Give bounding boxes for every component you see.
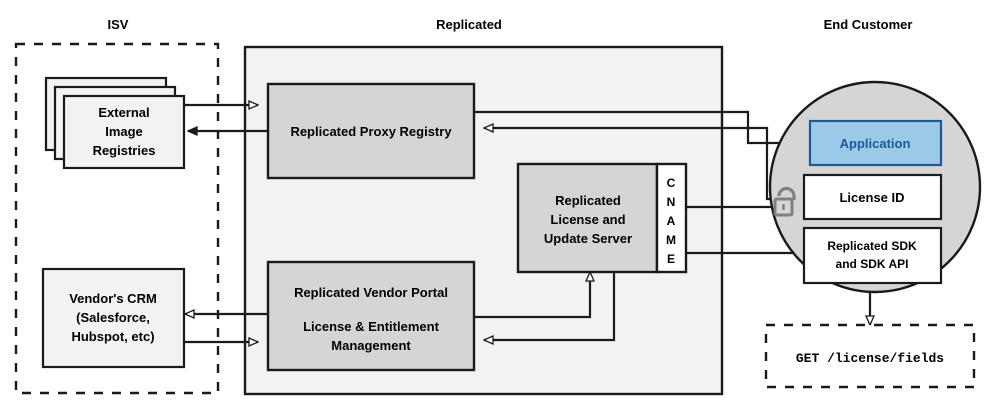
replicated-proxy-registry-label: Replicated Proxy Registry xyxy=(290,124,452,139)
application-box xyxy=(808,119,943,167)
vendor-portal-label-line-1: Replicated Vendor Portal xyxy=(294,285,448,300)
connector-license-server-to-vendor-portal xyxy=(484,272,616,340)
registry-card-front xyxy=(62,94,186,170)
zone-title-isv: ISV xyxy=(108,17,129,32)
replicated-sdk-label-line-1: Replicated SDK xyxy=(827,239,917,253)
vendors-crm-label-line-3: Hubspot, etc) xyxy=(71,329,154,344)
unlock-icon xyxy=(773,186,796,217)
node-external-image-registries[interactable]: External Image Registries xyxy=(44,76,186,170)
license-server-label-line-3: Update Server xyxy=(544,231,632,246)
zone-title-replicated: Replicated xyxy=(436,17,502,32)
license-id-label: License ID xyxy=(839,190,904,205)
vendors-crm-label-line-1: Vendor's CRM xyxy=(69,291,157,306)
cname-box xyxy=(655,162,688,274)
node-replicated-license-update-server[interactable]: Replicated License and Update Server xyxy=(516,162,659,274)
cname-letter-3: A xyxy=(667,214,676,228)
connector-layer xyxy=(178,105,870,342)
vendor-portal-label-line-3: Management xyxy=(331,338,411,353)
registries-label-line-3: Registries xyxy=(93,143,156,158)
replicated-vendor-portal-box xyxy=(266,260,476,372)
cname-letter-4: M xyxy=(666,233,676,247)
node-replicated-sdk[interactable]: Replicated SDK and SDK API xyxy=(802,226,943,285)
replicated-sdk-label-line-2: and SDK API xyxy=(836,257,909,271)
registries-label-line-1: External xyxy=(98,105,149,120)
vendors-crm-label-line-2: (Salesforce, xyxy=(76,310,150,325)
isv-zone-boundary xyxy=(14,42,220,395)
cname-letter-1: C xyxy=(667,176,676,190)
vendor-portal-label-line-2: License & Entitlement xyxy=(303,319,439,334)
cname-letter-2: N xyxy=(667,195,676,209)
vendors-crm-box xyxy=(41,267,186,369)
application-label: Application xyxy=(840,136,911,151)
license-server-label-line-2: License and xyxy=(550,212,625,227)
replicated-proxy-registry-box xyxy=(266,82,476,180)
api-request-text: GET /license/fields xyxy=(796,351,944,366)
registries-label-line-2: Image xyxy=(105,124,143,139)
node-vendors-crm[interactable]: Vendor's CRM (Salesforce, Hubspot, etc) xyxy=(41,267,186,369)
replicated-sdk-box xyxy=(802,226,943,285)
api-request-boundary xyxy=(764,323,976,389)
license-id-box xyxy=(802,173,943,221)
node-cname-column[interactable]: C N A M E xyxy=(655,162,688,274)
node-replicated-proxy-registry[interactable]: Replicated Proxy Registry xyxy=(266,82,476,180)
node-application[interactable]: Application xyxy=(808,119,943,167)
connector-vendor-portal-to-license-server xyxy=(474,272,590,319)
zone-title-end-customer: End Customer xyxy=(824,17,913,32)
license-server-label-line-1: Replicated xyxy=(555,193,621,208)
node-license-id[interactable]: License ID xyxy=(802,173,943,221)
node-replicated-vendor-portal[interactable]: Replicated Vendor Portal License & Entit… xyxy=(266,260,476,372)
node-api-request[interactable]: GET /license/fields xyxy=(764,323,976,389)
cname-letter-5: E xyxy=(667,252,675,266)
